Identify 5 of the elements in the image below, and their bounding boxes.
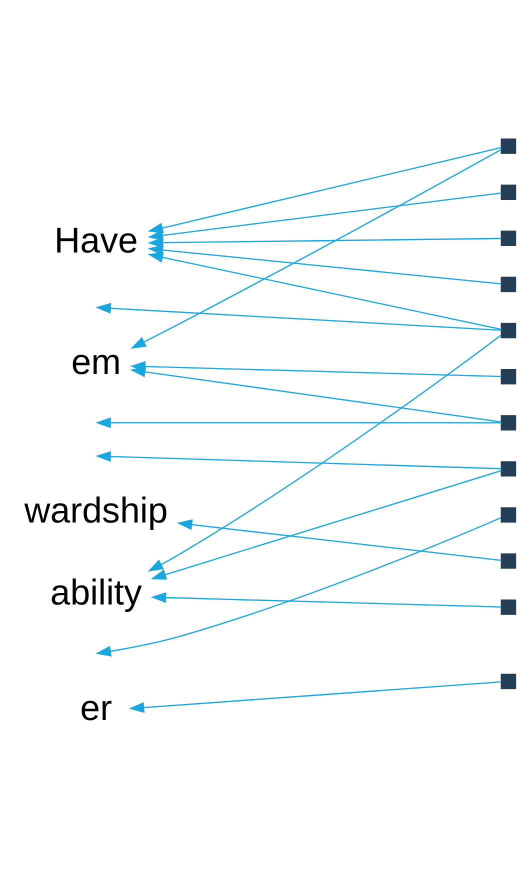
node-text: em	[71, 341, 121, 382]
node-text: wardship	[24, 490, 168, 530]
node-text: ability	[50, 572, 142, 612]
node-text: Have	[54, 220, 138, 260]
node-text: er	[80, 687, 112, 728]
